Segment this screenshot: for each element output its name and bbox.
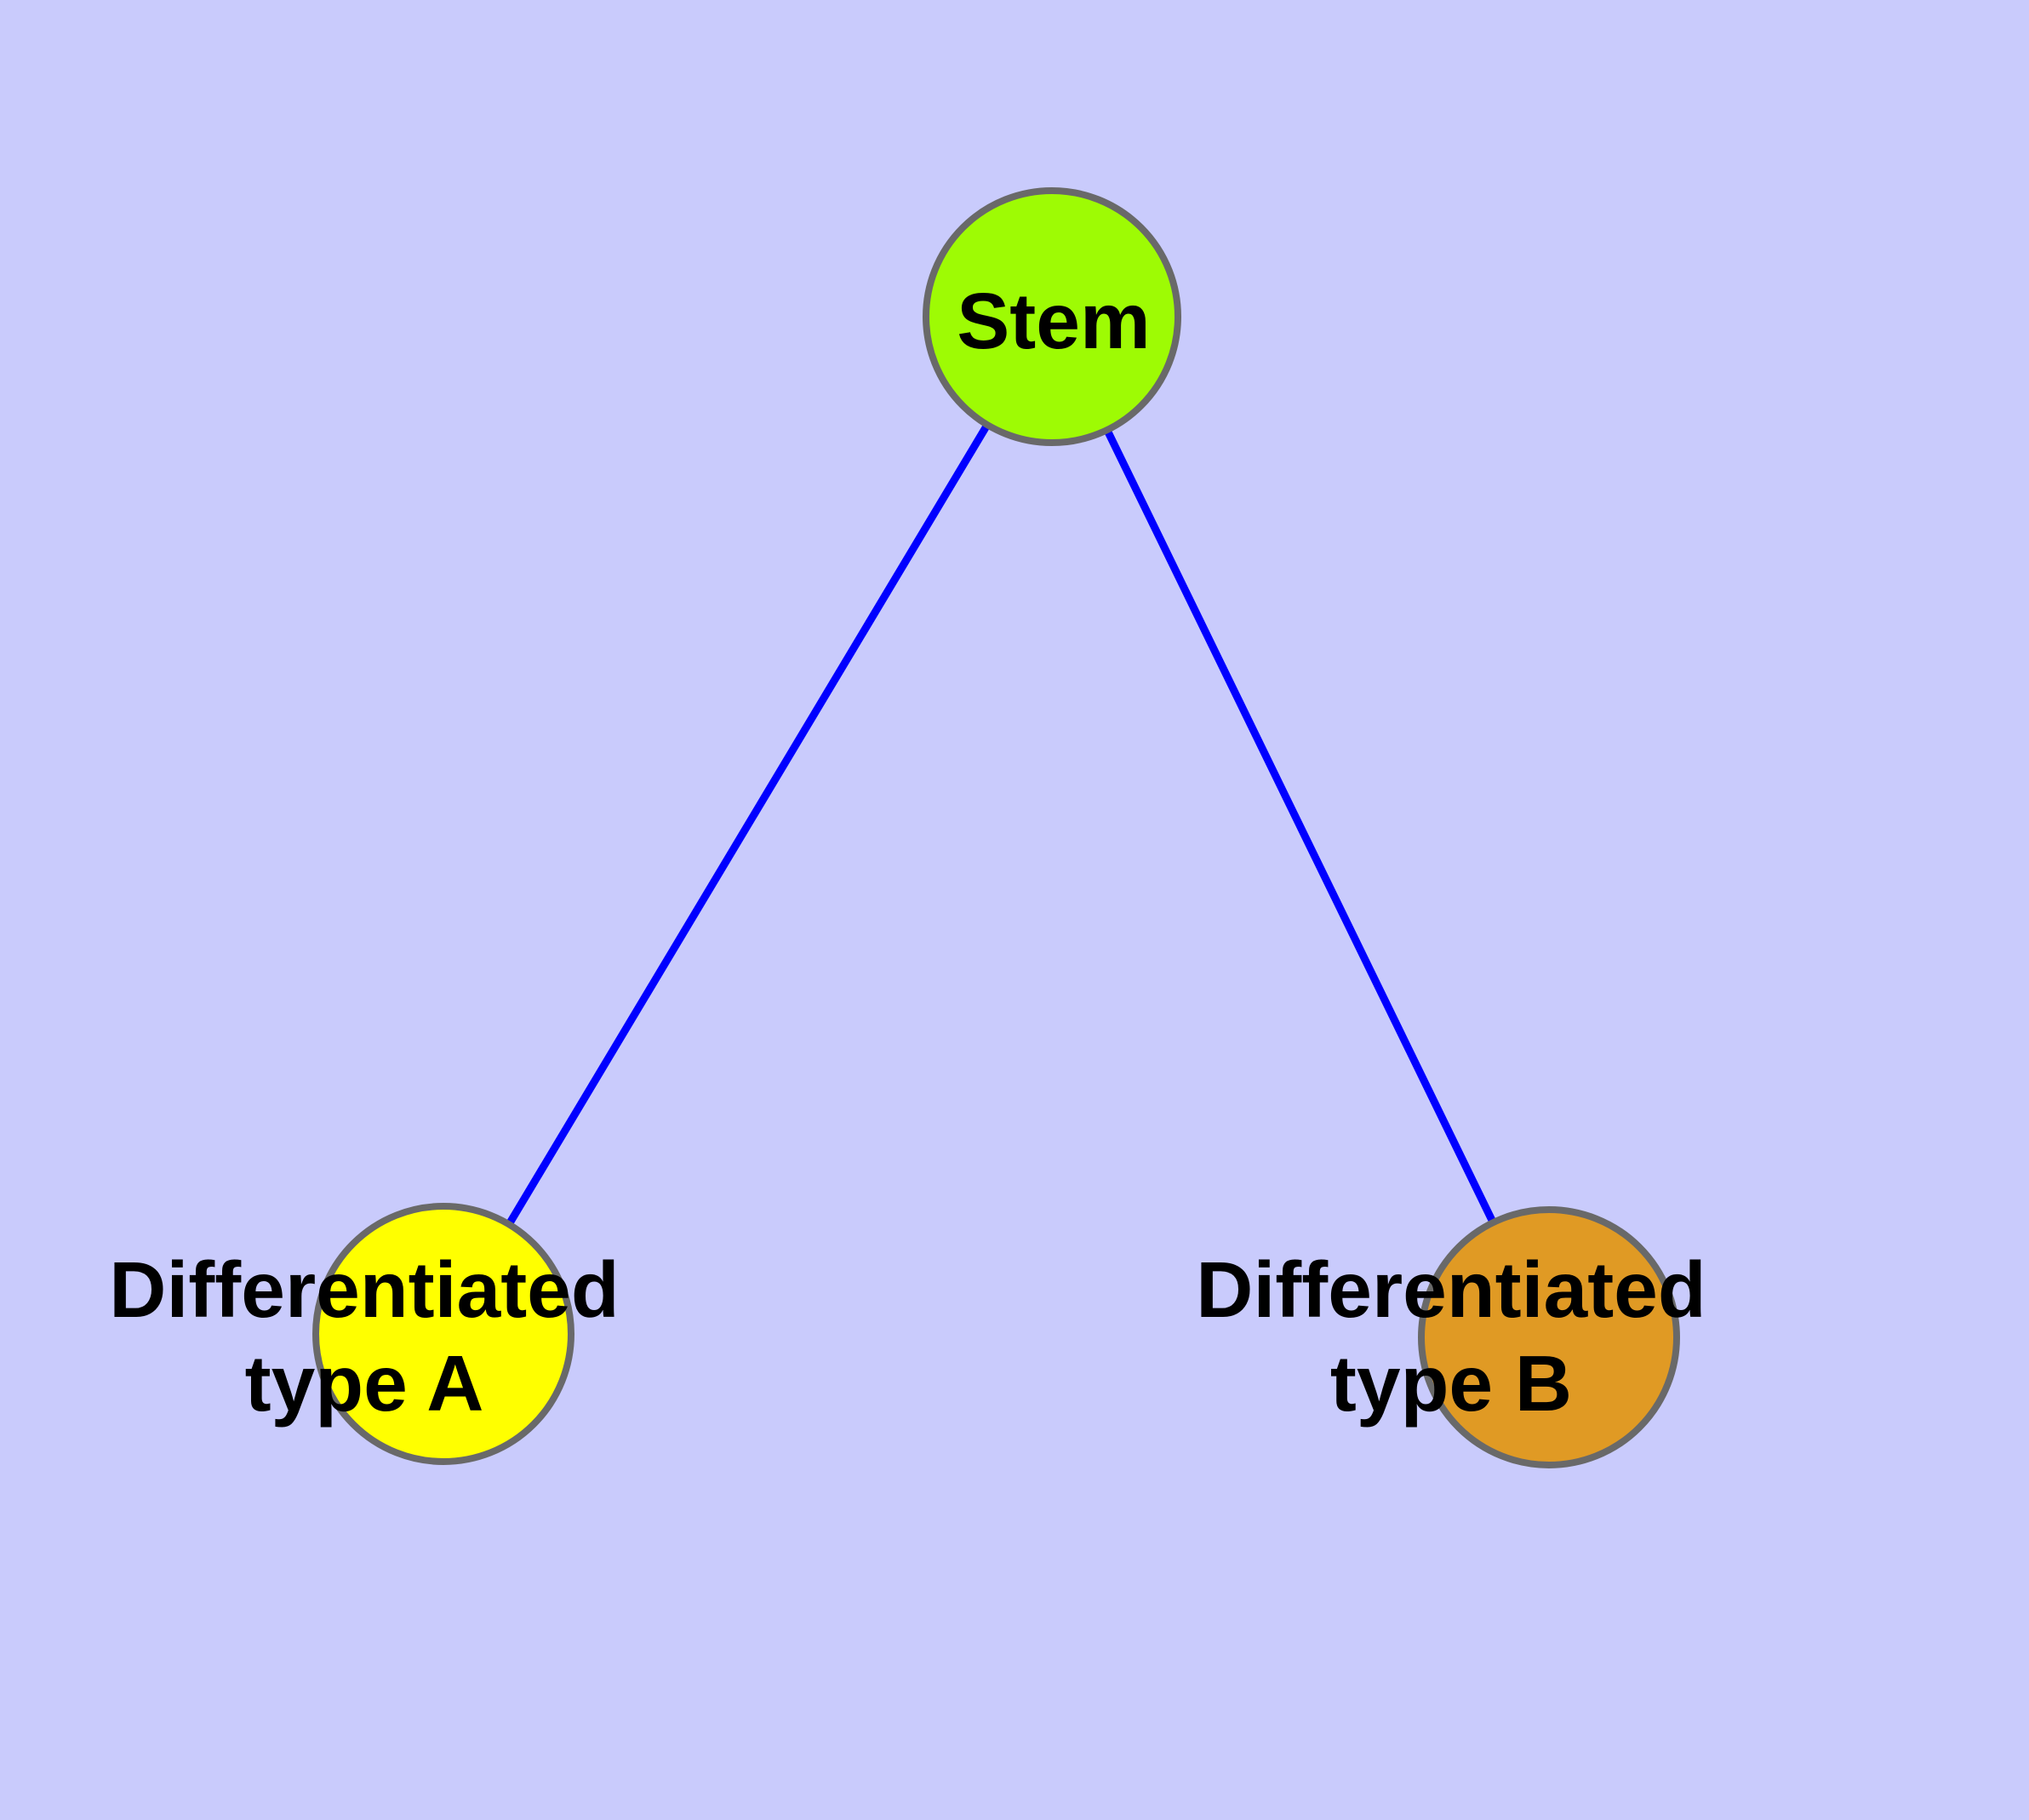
graph-node-stem[interactable]: [923, 187, 1181, 446]
node-label-line: Differentiated: [1196, 1245, 1706, 1334]
graph-edge-stem-diff_a[interactable]: [440, 314, 1055, 1336]
node-label-stem: Stem: [957, 277, 1150, 365]
node-label-line: Differentiated: [109, 1245, 619, 1334]
node-layer: [312, 187, 1680, 1468]
edge-layer: [440, 314, 1553, 1339]
graph-node-diff_a[interactable]: [312, 1203, 574, 1465]
node-label-line: Stem: [957, 277, 1150, 365]
graph-node-diff_b[interactable]: [1418, 1206, 1680, 1468]
node-label-line: type A: [245, 1339, 484, 1428]
graph-edge-stem-diff_b[interactable]: [1048, 315, 1553, 1339]
node-label-line: type B: [1330, 1339, 1572, 1428]
